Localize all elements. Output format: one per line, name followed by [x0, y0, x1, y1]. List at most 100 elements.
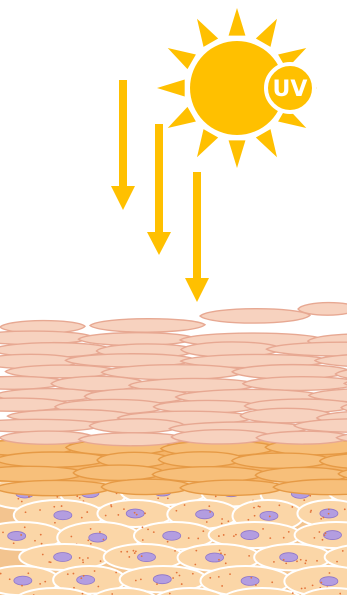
cell-granule [247, 519, 249, 521]
cell-granule [156, 583, 158, 585]
cell-granule [329, 572, 331, 574]
cell-granule [79, 497, 81, 499]
cell-granule [90, 543, 92, 545]
cell-granule [103, 539, 105, 541]
cell-granule [27, 572, 29, 574]
cell-granule [28, 496, 30, 498]
cell-granule [53, 506, 55, 508]
cell-granule [82, 593, 84, 595]
cell-granule [225, 562, 227, 564]
cell-granule [174, 550, 176, 552]
cell-granule [235, 534, 237, 536]
cell-granule [99, 531, 101, 533]
cell-granule [94, 570, 96, 572]
cell-granule [305, 560, 307, 562]
cell-granule [344, 508, 346, 510]
cell-granule [54, 522, 56, 524]
cell-granule [13, 542, 15, 544]
cell-granule [192, 573, 194, 575]
cell-granule [67, 573, 69, 575]
cell-granule [339, 593, 341, 595]
cell-granule [197, 538, 199, 540]
corneocyte-cell [200, 309, 310, 323]
cell-granule [167, 497, 169, 499]
sun-ray [256, 19, 277, 47]
cell-granule [324, 534, 326, 536]
cell-granule [117, 514, 119, 516]
cell-granule [233, 535, 235, 537]
cell-granule [142, 539, 144, 541]
granular-cell [0, 452, 109, 467]
cell-nucleus [241, 576, 259, 585]
cell-granule [82, 559, 84, 561]
cell-granule [269, 516, 271, 518]
cell-granule [2, 532, 4, 534]
cell-granule [269, 537, 271, 539]
cell-granule [175, 510, 177, 512]
cell-nucleus [320, 577, 338, 586]
cell-granule [79, 557, 81, 559]
cell-granule [135, 580, 137, 582]
cell-granule [73, 587, 75, 589]
arrow-down-icon [185, 172, 209, 302]
corneocyte-cell [79, 433, 187, 446]
cell-granule [316, 560, 318, 562]
cell-granule [34, 540, 36, 542]
cell-granule [292, 592, 294, 594]
cell-granule [21, 501, 23, 503]
cell-granule [342, 550, 344, 552]
cell-granule [147, 528, 149, 530]
cell-granule [309, 495, 311, 497]
sun-ray [197, 129, 218, 157]
cell-granule [176, 572, 178, 574]
cell-granule [115, 572, 117, 574]
cell-granule [208, 505, 210, 507]
cell-nucleus [126, 509, 144, 518]
cell-nucleus [260, 511, 278, 520]
cell-granule [218, 576, 220, 578]
sun-ray [256, 129, 277, 157]
cell-granule [25, 511, 27, 513]
cell-granule [254, 515, 256, 517]
cell-granule [336, 561, 338, 563]
cell-granule [83, 575, 85, 577]
cell-nucleus [89, 533, 107, 542]
cell-granule [194, 564, 196, 566]
cell-granule [253, 507, 255, 509]
cell-granule [135, 551, 137, 553]
cell-granule [157, 497, 159, 499]
granular-cell [73, 465, 164, 480]
corneocyte-cell [90, 319, 205, 333]
cell-granule [304, 587, 306, 589]
cell-granule [120, 551, 122, 553]
cell-granule [126, 551, 128, 553]
cell-granule [323, 517, 325, 519]
cell-granule [219, 549, 221, 551]
cell-granule [100, 560, 102, 562]
cell-granule [134, 552, 136, 554]
cell-granule [206, 521, 208, 523]
cell-granule [82, 561, 84, 563]
cell-granule [17, 498, 19, 500]
cell-granule [223, 534, 225, 536]
arrow-down-icon [147, 124, 171, 255]
arrow-down-icon [111, 80, 135, 210]
cell-nucleus [54, 511, 72, 520]
cell-nucleus [14, 576, 32, 585]
cell-granule [195, 550, 197, 552]
cell-granule [202, 530, 204, 532]
corneocyte-cell [298, 303, 347, 316]
cell-granule [169, 593, 171, 595]
cell-granule [167, 541, 169, 543]
cell-granule [283, 559, 285, 561]
cell-granule [81, 517, 83, 519]
cell-granule [255, 584, 257, 586]
cell-nucleus [196, 510, 214, 519]
sun-ray [168, 48, 196, 69]
cell-granule [320, 518, 322, 520]
cell-granule [48, 561, 50, 563]
granular-cell [232, 453, 332, 468]
cell-granule [80, 577, 82, 579]
cell-granule [24, 526, 26, 528]
